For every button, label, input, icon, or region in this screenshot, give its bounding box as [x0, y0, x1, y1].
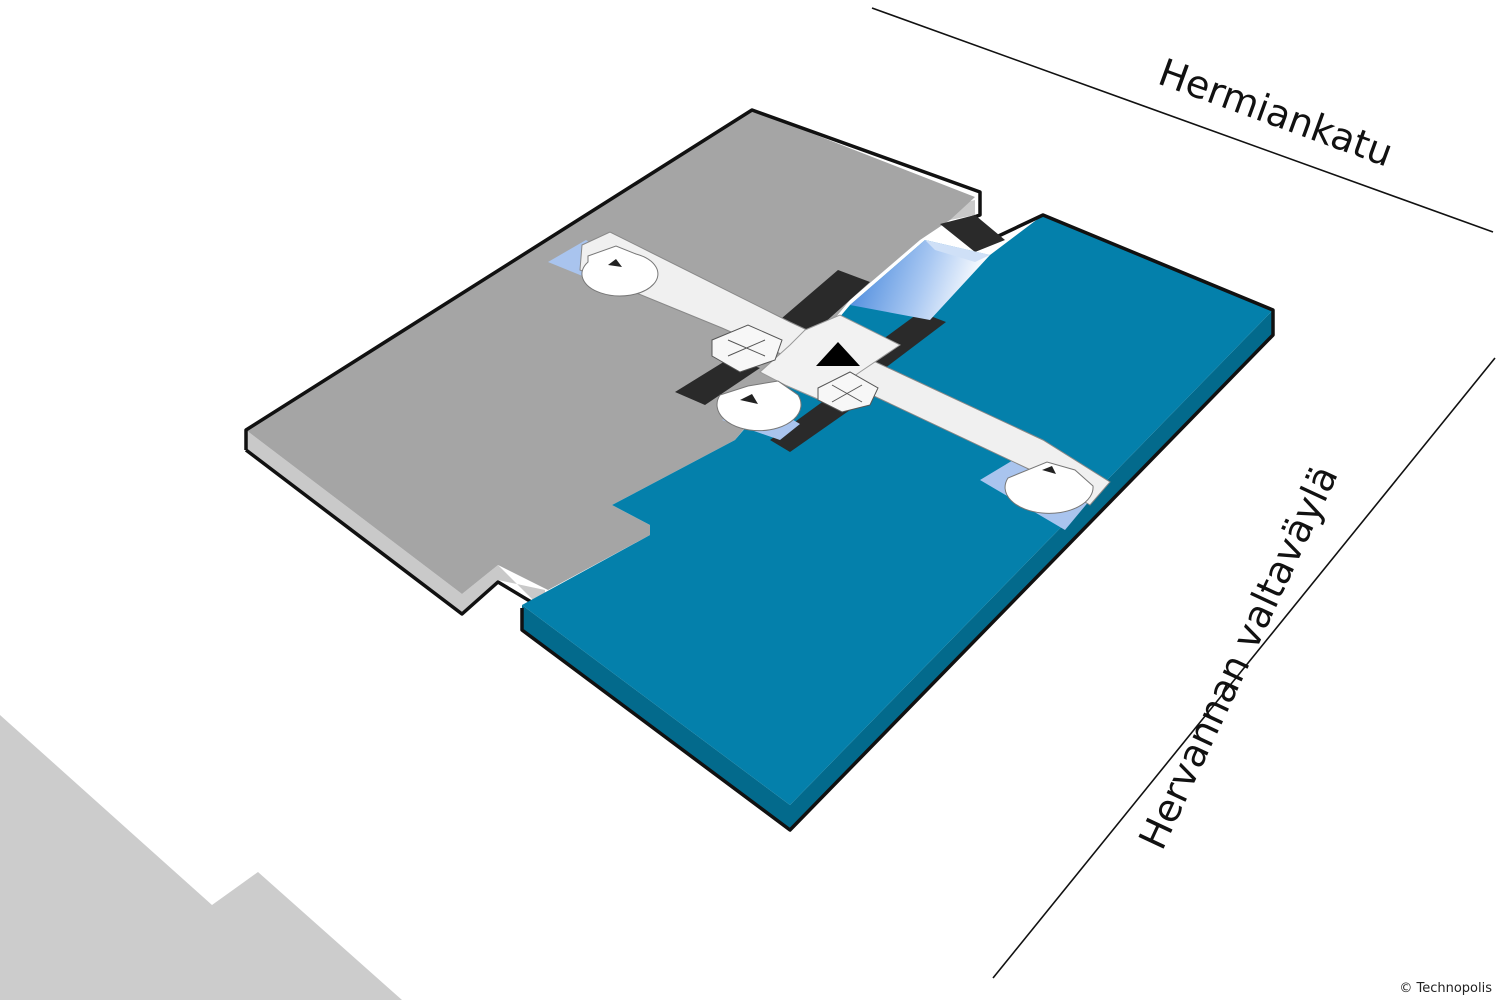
- grey-wing-outline-bottom: [244, 448, 549, 616]
- stairs-center-mark: [740, 394, 758, 404]
- street-line-hervannan-valtavayla: [992, 357, 1496, 979]
- shaft-center-left: [782, 270, 870, 334]
- elevator-cross-b: [727, 339, 766, 357]
- neighbor-building: [0, 715, 402, 1000]
- shaft-north: [940, 215, 1005, 252]
- blue-wing-outline: [520, 213, 1275, 832]
- atrium-glass-face: [925, 240, 990, 262]
- copyright-notice: © Technopolis: [1399, 981, 1492, 996]
- spiral-stairs-icon: [581, 245, 659, 297]
- spiral-stairs-icon: [1004, 461, 1094, 514]
- stairs-east: [1004, 461, 1094, 514]
- blue-wing-top: [522, 215, 1273, 805]
- blue-wing-side-east: [790, 310, 1273, 830]
- entrance-triangle-icon[interactable]: [816, 342, 860, 366]
- stairs-center: [716, 380, 802, 432]
- elevator-east: [817, 371, 879, 413]
- spiral-stairs-icon: [716, 380, 802, 432]
- stairs-east-mark: [1042, 466, 1056, 474]
- grey-wing-top: [246, 110, 975, 594]
- elevator-west: [711, 324, 783, 373]
- street-line-hermiankatu: [871, 7, 1494, 233]
- stairs-west: [581, 245, 659, 297]
- grey-wing-side-west: [246, 430, 462, 614]
- shaft-south: [770, 400, 850, 452]
- elevator-cross-b: [831, 384, 863, 403]
- grey-wing-side-south: [462, 565, 498, 614]
- street-label-east: Hervannan valtaväylä: [1130, 459, 1346, 856]
- atrium-glass: [850, 240, 990, 320]
- stairs-west-mark: [608, 259, 622, 267]
- blue-wing-side-south: [522, 605, 790, 830]
- street-label-north: Hermiankatu: [1153, 50, 1399, 175]
- blue-wing[interactable]: [520, 213, 1275, 832]
